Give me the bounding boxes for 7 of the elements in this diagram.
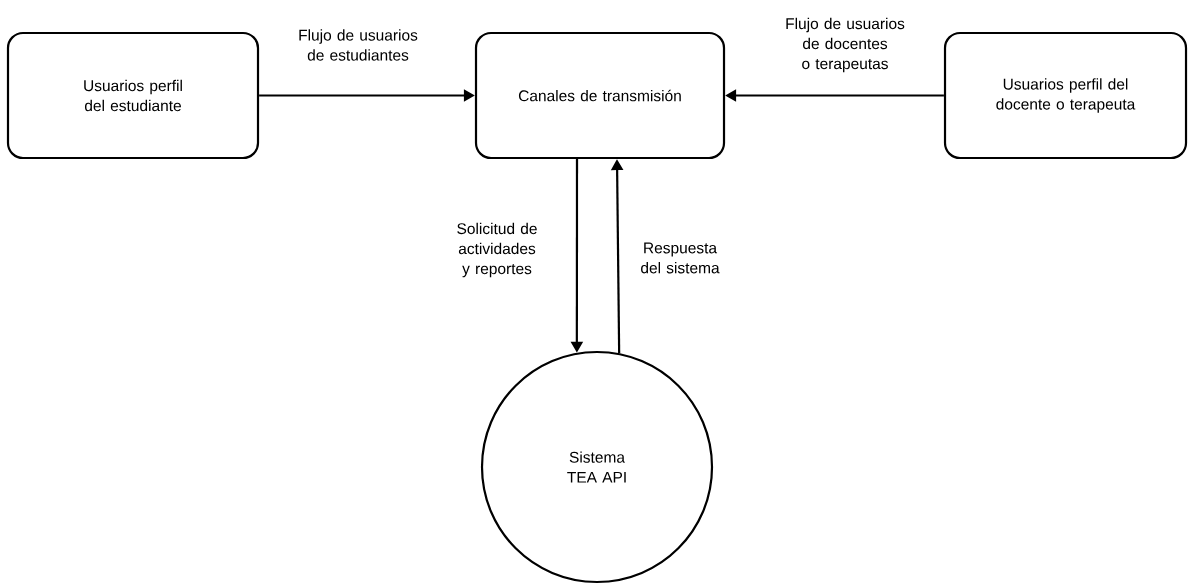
edge-label: Respuesta del sistema: [641, 242, 720, 274]
process-box: Usuarios perfil del docente o terapeuta: [943, 31, 1188, 160]
edge-label: Solicitud de actividades y reportes: [457, 222, 537, 278]
process-box: Usuarios perfil del estudiante: [6, 31, 260, 160]
edge-label: Flujo de usuarios de docentes o terapeutas: [786, 17, 905, 73]
edge-label: Flujo de usuarios de estudiantes: [299, 29, 418, 61]
process-box: Canales de transmisión: [474, 31, 726, 160]
